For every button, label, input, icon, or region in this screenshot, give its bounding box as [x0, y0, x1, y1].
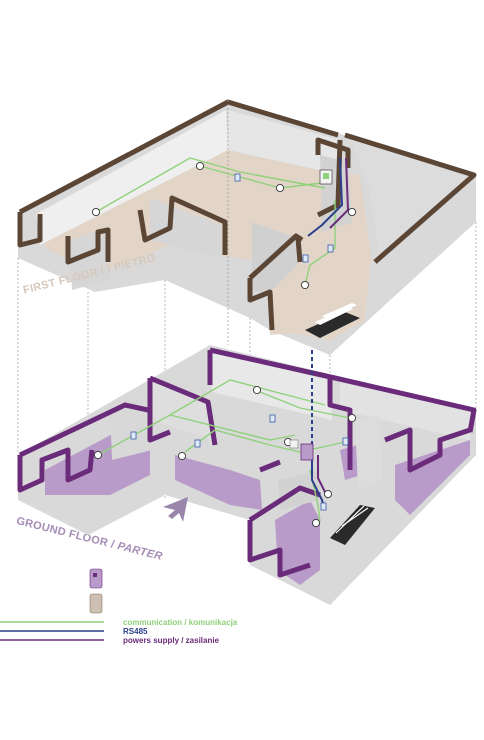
- light-icon: [323, 489, 333, 499]
- light-icon: [93, 450, 103, 460]
- light-icon: [252, 385, 262, 395]
- ground-floor-partition: [110, 395, 152, 460]
- legend-rs485-label: RS485: [123, 627, 148, 636]
- entrance-arrow-icon: [163, 497, 188, 522]
- light-icon: [177, 451, 187, 461]
- controller-icon: [300, 443, 314, 461]
- switch-icon: [234, 173, 241, 182]
- first-floor-bus-lines: [307, 157, 350, 237]
- first-floor-right-wall: [228, 110, 342, 175]
- light-icon: [300, 280, 310, 290]
- legend-ground-floor-swatch: [89, 568, 103, 589]
- light-icon: [91, 207, 101, 217]
- first-floor-devices: [91, 161, 357, 290]
- ground-floor-surface: [175, 455, 262, 510]
- ground-floor-label-separator: /: [109, 538, 116, 552]
- light-icon: [275, 183, 285, 193]
- light-icon: [347, 207, 357, 217]
- first-floor-model: [17, 99, 477, 355]
- ground-floor-wall-tops: [17, 347, 477, 578]
- light-icon: [347, 413, 357, 423]
- light-icon: [195, 161, 205, 171]
- light-icon: [311, 518, 321, 528]
- switch-icon: [320, 502, 327, 511]
- legend: communication / komunikacja RS485 powers…: [0, 568, 238, 645]
- switch-icon: [269, 414, 276, 423]
- switch-icon: [342, 437, 349, 446]
- ground-floor-surface: [395, 440, 470, 515]
- ground-floor-partition: [355, 415, 382, 490]
- switch-icon: [130, 431, 137, 440]
- legend-communication-label: communication / komunikacja: [123, 618, 238, 627]
- ground-floor-right-wall: [340, 380, 470, 440]
- ground-floor-devices: [93, 385, 357, 528]
- ground-floor-label-pl: PARTER: [116, 540, 164, 563]
- first-floor-back-wall: [36, 110, 228, 245]
- legend-power-label: powers supply / zasilanie: [123, 636, 220, 645]
- ground-floor-stairs: [330, 505, 375, 545]
- first-floor-stairs: [305, 303, 360, 338]
- switch-icon: [302, 254, 309, 263]
- ground-floor-back-wall: [210, 352, 332, 420]
- switch-icon: [194, 439, 201, 448]
- first-floor-east-wall: [350, 138, 470, 262]
- legend-first-floor-swatch: [89, 593, 103, 614]
- ground-floor-model: [17, 345, 477, 605]
- switch-icon: [327, 244, 334, 253]
- first-floor-partition: [150, 198, 222, 258]
- ground-floor-partition: [150, 380, 212, 440]
- controller-icon: [289, 439, 299, 449]
